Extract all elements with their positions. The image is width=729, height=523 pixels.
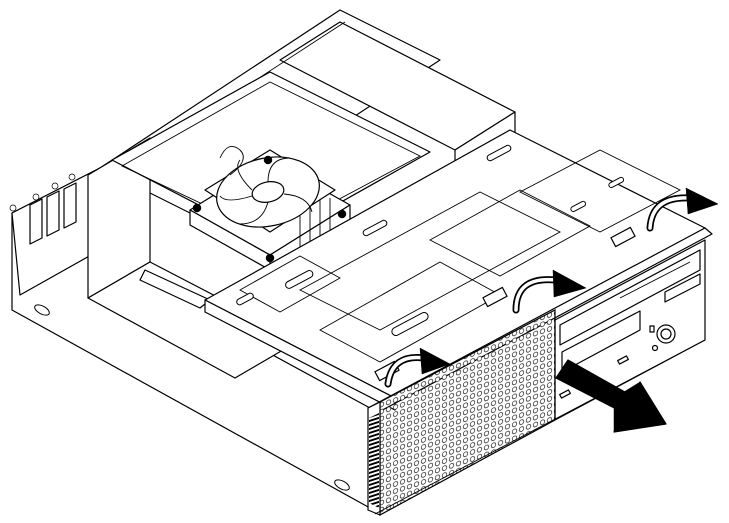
pull-arrow-icon <box>555 359 667 433</box>
drive-bay-plate <box>204 129 706 411</box>
rotate-arrow-icon <box>646 187 719 232</box>
drive-bay-slots <box>236 144 625 337</box>
media-card-bay <box>561 310 641 373</box>
activity-led <box>649 325 655 333</box>
cpu-fan <box>204 149 336 233</box>
bezel-vent-bars <box>369 413 379 508</box>
expansion-slot-covers <box>9 173 77 245</box>
heatsink-screws <box>192 155 347 263</box>
removal-arrows <box>384 187 719 433</box>
board-bracket <box>139 269 211 309</box>
optical-drive-bay <box>559 249 701 346</box>
power-button-icon <box>656 324 676 344</box>
rotate-arrow-icon <box>384 347 451 388</box>
chassis-interior <box>87 9 516 379</box>
usb-port-icon <box>559 355 629 399</box>
rotate-arrow-icon <box>512 269 587 314</box>
fan-cable <box>219 145 244 176</box>
chassis-side-latches <box>34 304 350 491</box>
reset-indicator <box>651 344 659 352</box>
